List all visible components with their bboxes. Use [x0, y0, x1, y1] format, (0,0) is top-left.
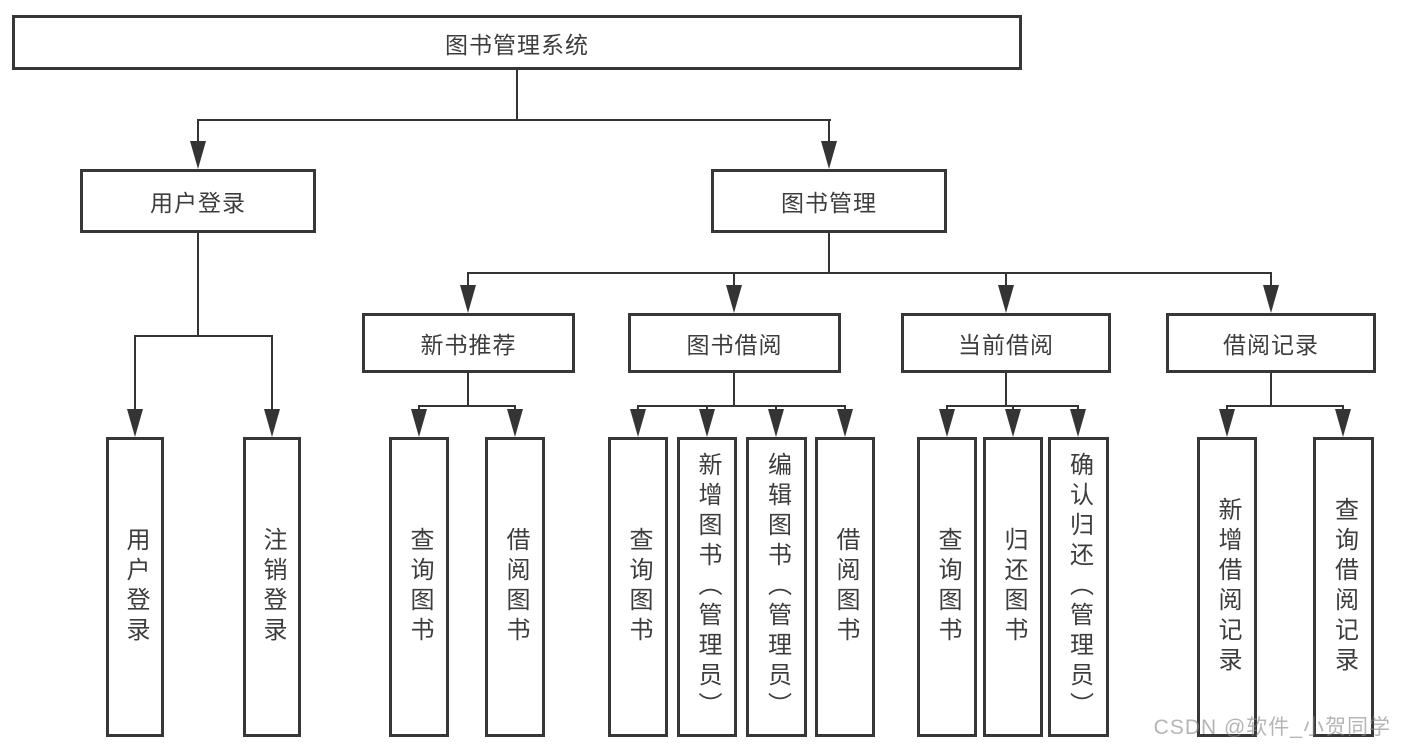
node-root-label: 图书管理系统 [445, 31, 589, 58]
leaf-query-books-current-label: 查询图书 [934, 527, 961, 647]
leaf-edit-books-admin: 编辑图书（管理员） [746, 437, 807, 737]
leaf-borrow-books: 借阅图书 [815, 437, 875, 737]
arrow-down-icon [699, 409, 715, 437]
arrow-down-icon [1335, 409, 1351, 437]
connector-line [828, 233, 830, 274]
node-user-login-label: 用户登录 [150, 190, 246, 216]
leaf-user-login-label: 用户登录 [122, 527, 149, 647]
leaf-return-books: 归还图书 [983, 437, 1043, 737]
leaf-query-books-recommend: 查询图书 [389, 437, 449, 737]
connector-line [271, 335, 273, 413]
connector-line [467, 272, 1272, 274]
connector-line [1270, 373, 1272, 407]
connector-line [418, 405, 516, 407]
connector-line [1005, 373, 1007, 407]
leaf-add-books-admin: 新增图书（管理员） [677, 437, 737, 737]
arrow-down-icon [264, 409, 280, 437]
leaf-query-books-borrowing: 查询图书 [608, 437, 668, 737]
arrow-down-icon [837, 409, 853, 437]
connector-line [134, 335, 273, 337]
arrow-down-icon [190, 141, 206, 169]
connector-line [733, 272, 735, 289]
node-book-borrowing: 图书借阅 [628, 313, 841, 373]
node-current-borrowing-label: 当前借阅 [958, 332, 1054, 358]
node-root: 图书管理系统 [12, 15, 1022, 70]
connector-line [1226, 405, 1344, 407]
connector-line [733, 373, 735, 407]
node-current-borrowing: 当前借阅 [901, 313, 1111, 373]
arrow-down-icon [460, 285, 476, 313]
arrow-down-icon [1070, 409, 1086, 437]
leaf-query-books-borrowing-label: 查询图书 [625, 527, 652, 647]
connector-line [197, 119, 199, 145]
node-borrowing-records-label: 借阅记录 [1223, 332, 1319, 358]
connector-line [516, 70, 518, 121]
arrow-down-icon [1263, 285, 1279, 313]
leaf-query-books-recommend-label: 查询图书 [406, 527, 433, 647]
leaf-add-borrow-record-label: 新增借阅记录 [1214, 497, 1241, 677]
leaf-logout: 注销登录 [243, 437, 301, 737]
leaf-borrow-books-label: 借阅图书 [832, 527, 859, 647]
arrow-down-icon [726, 285, 742, 313]
arrow-down-icon [411, 409, 427, 437]
leaf-borrow-books-recommend: 借阅图书 [485, 437, 545, 737]
leaf-confirm-return-admin-label: 确认归还（管理员） [1065, 452, 1093, 722]
leaf-borrow-books-recommend-label: 借阅图书 [502, 527, 529, 647]
node-new-book-recommend: 新书推荐 [362, 313, 575, 373]
connector-line [1270, 272, 1272, 289]
connector-line [467, 272, 469, 289]
node-user-login: 用户登录 [80, 169, 316, 233]
connector-line [467, 373, 469, 407]
node-book-management-label: 图书管理 [781, 190, 877, 216]
arrow-down-icon [939, 409, 955, 437]
connector-line [197, 233, 199, 337]
arrow-down-icon [507, 409, 523, 437]
arrow-down-icon [1219, 409, 1235, 437]
leaf-add-books-admin-label: 新增图书（管理员） [694, 452, 721, 722]
leaf-edit-books-admin-label: 编辑图书（管理员） [763, 452, 791, 722]
node-book-borrowing-label: 图书借阅 [686, 332, 783, 358]
leaf-logout-label: 注销登录 [259, 527, 286, 647]
connector-line [197, 119, 831, 121]
node-new-book-recommend-label: 新书推荐 [420, 332, 517, 358]
arrow-down-icon [630, 409, 646, 437]
leaf-query-borrow-record: 查询借阅记录 [1313, 437, 1374, 737]
leaf-query-borrow-record-label: 查询借阅记录 [1330, 497, 1358, 677]
leaf-user-login: 用户登录 [106, 437, 164, 737]
node-book-management: 图书管理 [711, 169, 947, 233]
leaf-query-books-current: 查询图书 [917, 437, 977, 737]
node-borrowing-records: 借阅记录 [1166, 313, 1376, 373]
arrow-down-icon [821, 141, 837, 169]
leaf-add-borrow-record: 新增借阅记录 [1197, 437, 1257, 737]
connector-line [637, 405, 846, 407]
leaf-return-books-label: 归还图书 [1000, 527, 1027, 647]
csdn-watermark: CSDN @软件_小贺同学 [1153, 716, 1391, 739]
arrow-down-icon [127, 409, 143, 437]
arrow-down-icon [768, 409, 784, 437]
connector-line [1005, 272, 1007, 289]
connector-line [828, 119, 830, 145]
arrow-down-icon [1005, 409, 1021, 437]
connector-line [134, 335, 136, 413]
leaf-confirm-return-admin: 确认归还（管理员） [1048, 437, 1109, 737]
arrow-down-icon [998, 285, 1014, 313]
